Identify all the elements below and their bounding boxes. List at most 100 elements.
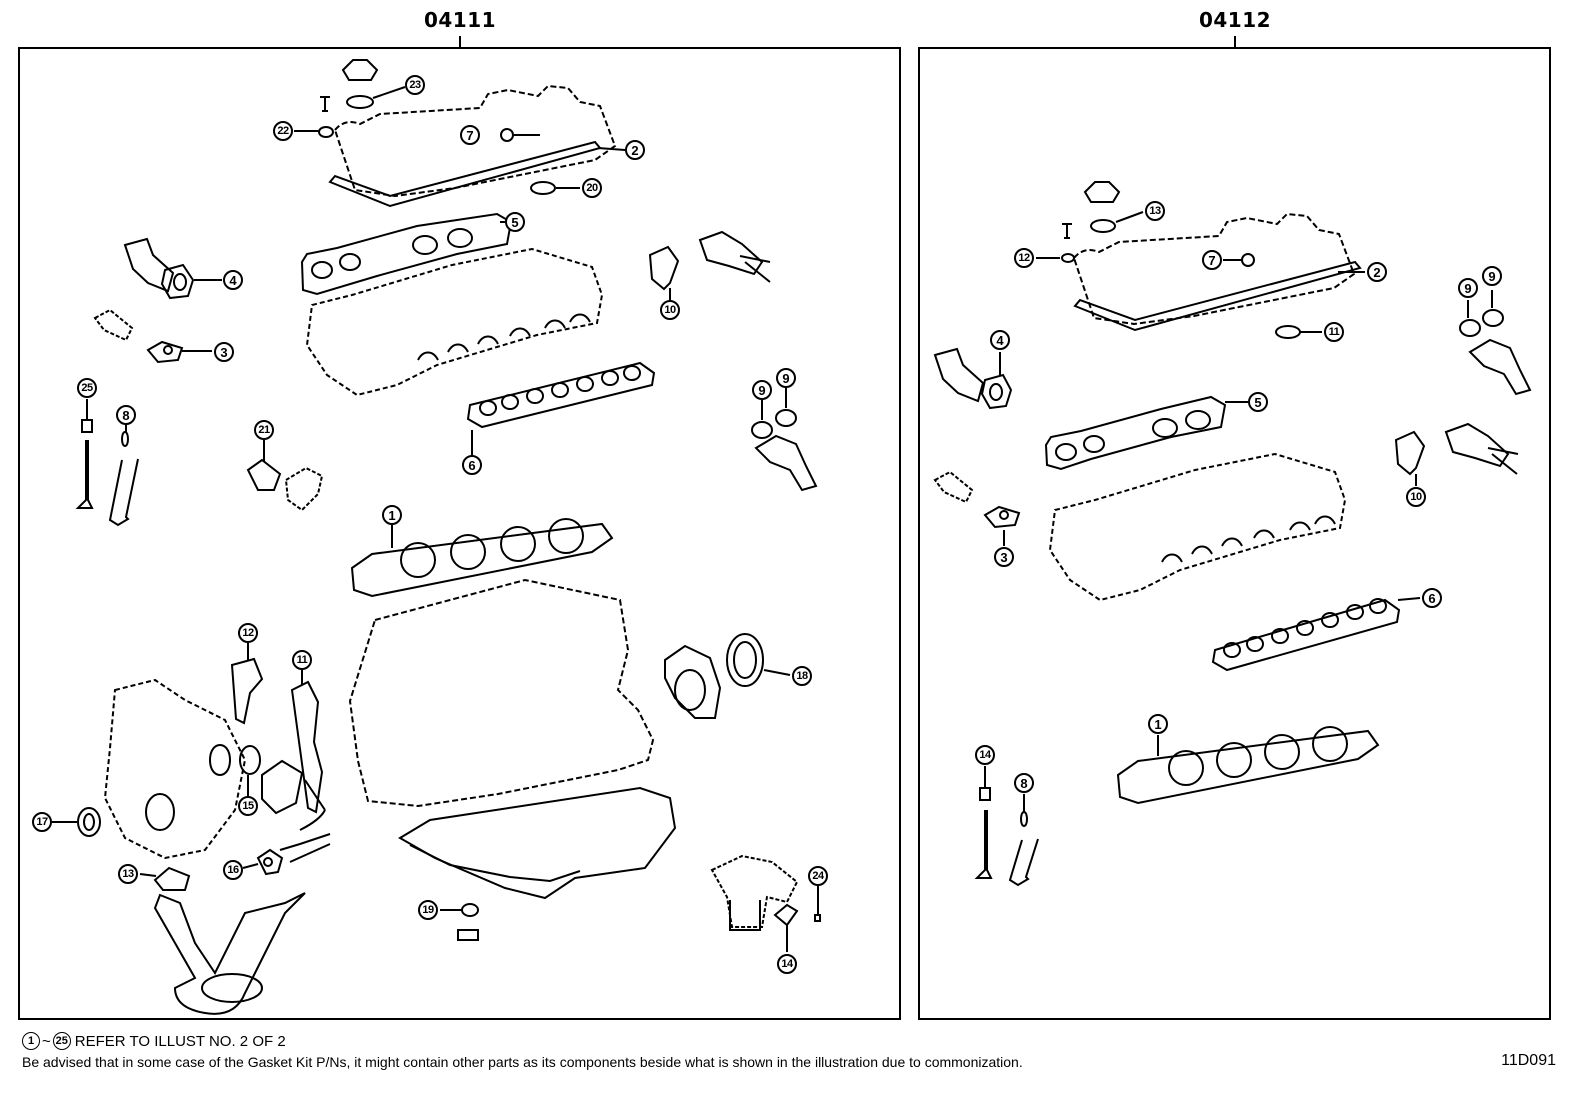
water-outlet-right — [933, 347, 985, 403]
plug-seal-right — [1275, 325, 1301, 339]
intake-gasket-left — [300, 212, 513, 296]
egr-gasket-right-a — [1459, 319, 1481, 337]
callout-r-13[interactable]: 13 — [1145, 201, 1165, 221]
illustration-code: 11D091 — [1501, 1052, 1556, 1069]
bolt-left — [320, 96, 330, 112]
head-cover-left — [333, 84, 617, 198]
oil-filler-cap-left — [341, 59, 379, 81]
callout-2[interactable]: 2 — [625, 140, 645, 160]
callout-9b[interactable]: 9 — [776, 368, 796, 388]
gasket-11-left — [290, 680, 324, 814]
callout-22[interactable]: 22 — [273, 121, 293, 141]
exhaust-gasket-left — [466, 361, 656, 429]
callout-r-6[interactable]: 6 — [1422, 588, 1442, 608]
callout-20[interactable]: 20 — [582, 178, 602, 198]
callout-r-9a[interactable]: 9 — [1458, 278, 1478, 298]
panel-code-tick-04112 — [1234, 36, 1236, 48]
callout-r-4[interactable]: 4 — [990, 330, 1010, 350]
callout-r-11[interactable]: 11 — [1324, 322, 1344, 342]
callout-19[interactable]: 19 — [418, 900, 438, 920]
range-end-badge: 25 — [52, 1032, 71, 1050]
plug-seal-left — [530, 181, 556, 195]
callout-r-5[interactable]: 5 — [1248, 392, 1268, 412]
callout-23[interactable]: 23 — [405, 75, 425, 95]
callout-r-9b[interactable]: 9 — [1482, 266, 1502, 286]
valve-seal-left — [81, 419, 93, 433]
engine-block-left — [348, 578, 655, 808]
range-tilde: ~ — [42, 1032, 51, 1050]
callout-r-7[interactable]: 7 — [1202, 250, 1222, 270]
callout-8[interactable]: 8 — [116, 405, 136, 425]
cap-gasket-right — [1090, 219, 1116, 233]
callout-13[interactable]: 13 — [118, 864, 138, 884]
callout-25[interactable]: 25 — [77, 378, 97, 398]
drain-gasket-left — [461, 903, 479, 917]
water-pump-left — [261, 759, 304, 815]
oil-filler-cap-right — [1083, 181, 1121, 203]
callout-21[interactable]: 21 — [254, 420, 274, 440]
bolt-right — [1062, 223, 1072, 239]
timing-cover-left — [103, 678, 247, 860]
gasket-16-left — [256, 848, 284, 876]
egr-gasket-left-a — [751, 421, 773, 439]
callout-9a[interactable]: 9 — [752, 380, 772, 400]
callout-r-3[interactable]: 3 — [994, 547, 1014, 567]
sensor-left — [93, 308, 134, 342]
gasket-12-left — [230, 657, 264, 725]
panel-04112 — [918, 47, 1551, 1020]
advisory-note: Be advised that in some case of the Gask… — [22, 1054, 1023, 1070]
callout-7[interactable]: 7 — [460, 125, 480, 145]
callout-11[interactable]: 11 — [292, 650, 312, 670]
callout-17[interactable]: 17 — [32, 812, 52, 832]
callout-r-8[interactable]: 8 — [1014, 773, 1034, 793]
strainer-gasket-left — [153, 866, 191, 891]
head-gasket-right — [1116, 729, 1380, 805]
crank-seal-left — [239, 745, 261, 775]
reference-text: REFER TO ILLUST NO. 2 OF 2 — [74, 1032, 286, 1050]
callout-14[interactable]: 14 — [777, 954, 797, 974]
head-gasket-left — [350, 522, 614, 598]
inlet-gasket-left — [246, 458, 282, 491]
callout-5[interactable]: 5 — [505, 212, 525, 232]
oil-strainer-left — [153, 892, 306, 1015]
callout-10[interactable]: 10 — [660, 300, 680, 320]
panel-code-04112: 04112 — [1198, 8, 1272, 32]
oil-pan-left — [398, 786, 677, 900]
intake-gasket-right — [1044, 395, 1227, 471]
cap-gasket-left — [346, 95, 374, 109]
valve-seal-right — [979, 787, 991, 801]
egr-gasket-left-b — [775, 409, 797, 427]
panel-code-tick-04111 — [459, 36, 461, 48]
callout-r-10[interactable]: 10 — [1406, 487, 1426, 507]
callout-4[interactable]: 4 — [223, 270, 243, 290]
callout-24[interactable]: 24 — [808, 866, 828, 886]
sensor-right — [933, 470, 974, 504]
callout-18[interactable]: 18 — [792, 666, 812, 686]
callout-15[interactable]: 15 — [238, 796, 258, 816]
thermostat-housing-left — [710, 854, 799, 928]
callout-6[interactable]: 6 — [462, 455, 482, 475]
callout-12[interactable]: 12 — [238, 623, 258, 643]
bracket-gasket-right — [1394, 430, 1426, 476]
gasket-24-left — [814, 914, 821, 922]
callout-r-14[interactable]: 14 — [975, 745, 995, 765]
callout-3[interactable]: 3 — [214, 342, 234, 362]
oil-seal-left — [77, 807, 101, 837]
gasket-14-left — [773, 903, 799, 927]
reference-note: 1 ~ 25 REFER TO ILLUST NO. 2 OF 2 — [22, 1032, 286, 1050]
cylinder-head-right — [1048, 452, 1347, 602]
callout-r-12[interactable]: 12 — [1014, 248, 1034, 268]
callout-r-2[interactable]: 2 — [1367, 262, 1387, 282]
callout-r-1[interactable]: 1 — [1148, 714, 1168, 734]
rear-oil-seal-left — [726, 633, 764, 687]
exhaust-gasket-right — [1211, 598, 1401, 672]
callout-16[interactable]: 16 — [223, 860, 243, 880]
bracket-gasket-left — [648, 245, 680, 291]
panel-code-04111: 04111 — [423, 8, 497, 32]
callout-1[interactable]: 1 — [382, 505, 402, 525]
head-cover-right — [1072, 212, 1356, 326]
water-outlet-left — [123, 237, 175, 293]
range-start-badge: 1 — [22, 1032, 40, 1050]
egr-gasket-right-b — [1482, 309, 1504, 327]
